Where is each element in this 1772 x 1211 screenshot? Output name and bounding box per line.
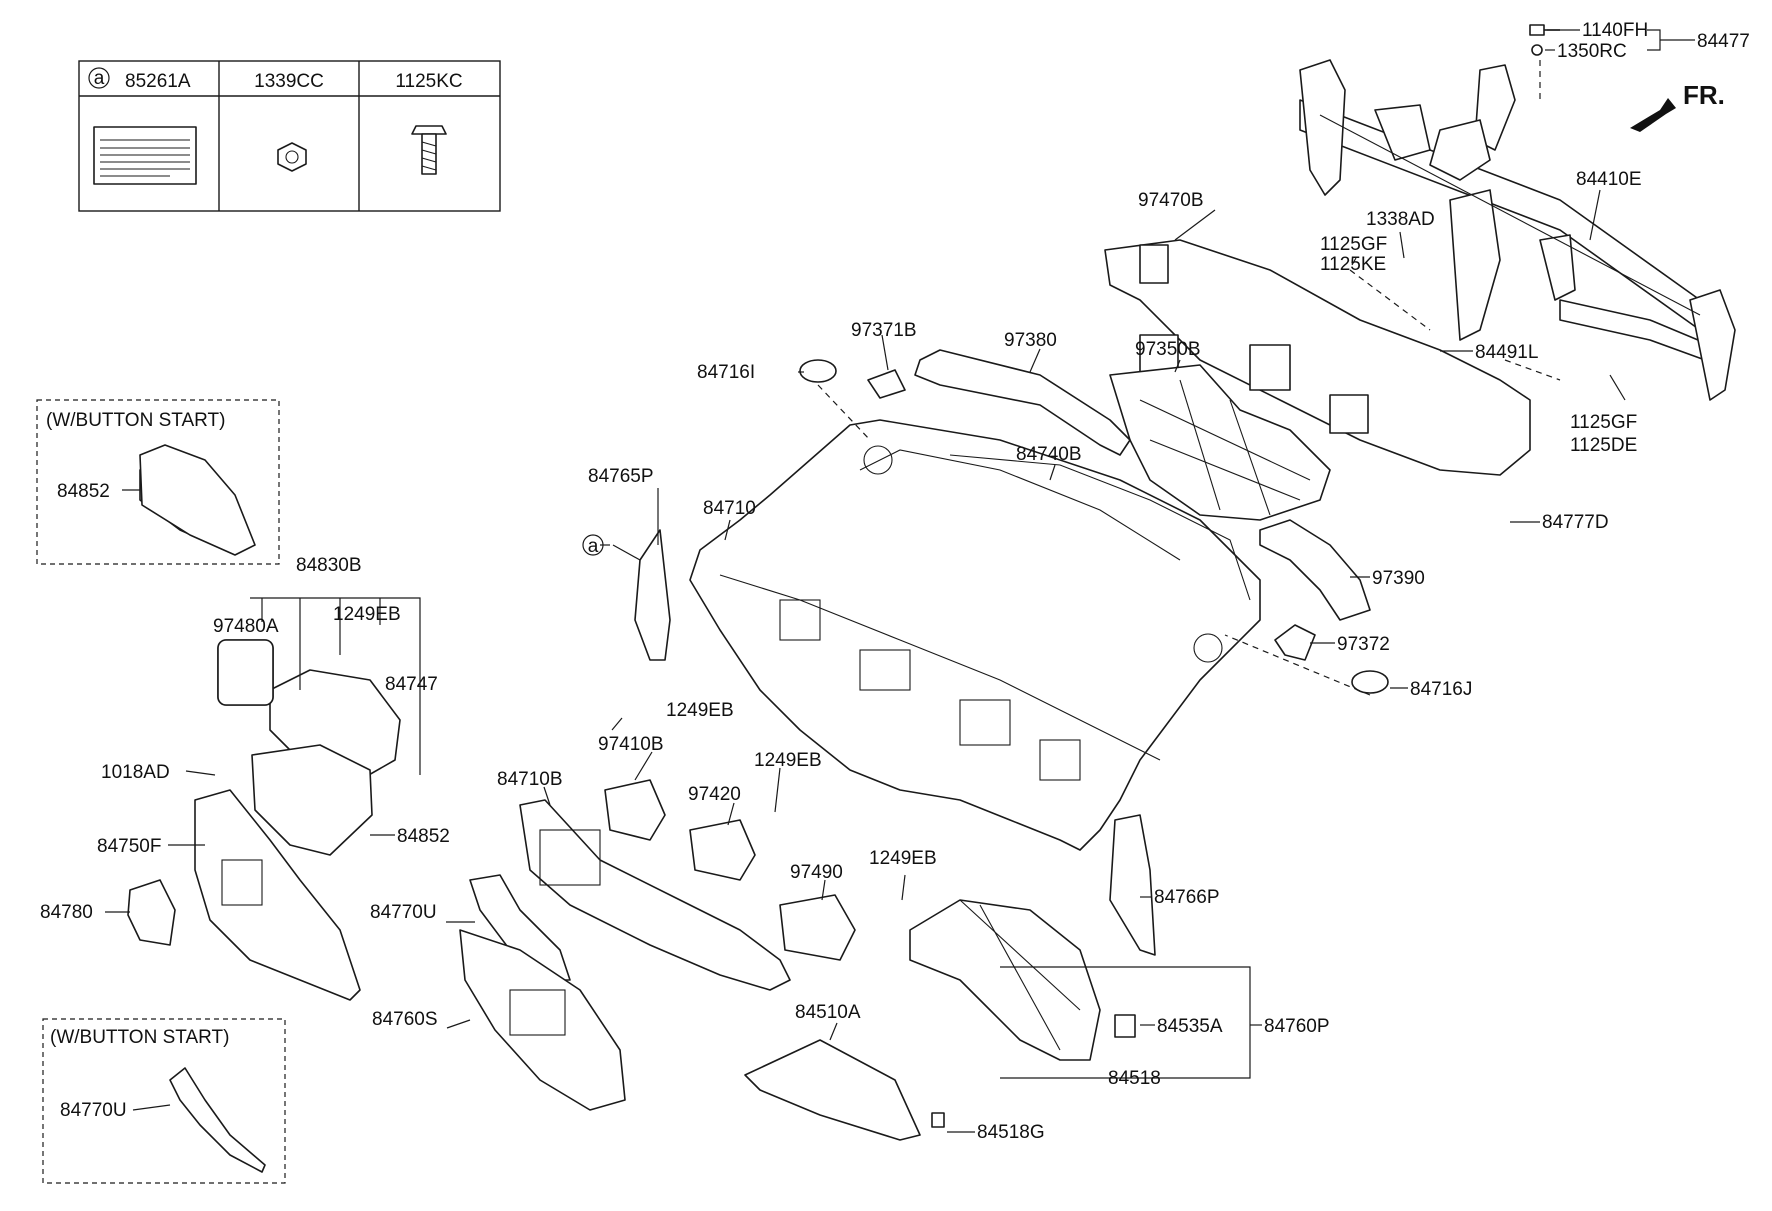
label-1350rc: 1350RC xyxy=(1557,41,1627,62)
label-84770u-a: 84770U xyxy=(370,902,437,923)
lower-cover-84760s xyxy=(459,929,626,1111)
label-84765p: 84765P xyxy=(588,466,654,487)
side-cover-84765p xyxy=(634,529,671,661)
label-84710: 84710 xyxy=(703,498,756,519)
trim-option-84770u xyxy=(169,1067,266,1173)
label-84777d: 84777D xyxy=(1542,512,1609,533)
label-1338ad: 1338AD xyxy=(1366,209,1435,230)
front-direction-label: FR. xyxy=(1683,80,1725,110)
speaker-ring-84716j xyxy=(1351,670,1389,694)
duct-97390 xyxy=(1259,519,1371,621)
label-84518: 84518 xyxy=(1108,1068,1161,1089)
legend-table: a 85261A 1339CC 1125KC xyxy=(78,60,501,212)
label-84716i: 84716I xyxy=(697,362,755,383)
label-84852-mid: 84852 xyxy=(397,826,450,847)
button-start-note-top: (W/BUTTON START) xyxy=(46,410,225,431)
legend-marker-circle xyxy=(88,67,110,89)
label-97480a: 97480A xyxy=(213,616,279,637)
callout-a-text: a xyxy=(588,536,599,557)
warning-label-icon xyxy=(93,126,197,185)
label-1125de: 1125DE xyxy=(1570,435,1637,456)
label-1140fh: 1140FH xyxy=(1582,20,1648,41)
bolt-icon xyxy=(411,125,447,175)
label-97490: 97490 xyxy=(790,862,843,883)
label-1249eb-b: 1249EB xyxy=(666,700,734,721)
label-1249eb-d: 1249EB xyxy=(869,848,937,869)
label-84510a: 84510A xyxy=(795,1002,861,1023)
label-97380: 97380 xyxy=(1004,330,1057,351)
label-97470b: 97470B xyxy=(1138,190,1204,211)
vent-97371b-icon xyxy=(867,369,906,399)
label-1018ad: 1018AD xyxy=(101,762,170,783)
label-84491l: 84491L xyxy=(1475,342,1538,363)
button-start-note-bottom: (W/BUTTON START) xyxy=(50,1027,229,1048)
label-84760s: 84760S xyxy=(372,1009,438,1030)
label-97372: 97372 xyxy=(1337,634,1390,655)
cross-bar-bolt-icon xyxy=(1529,24,1560,56)
speaker-ring-84716i xyxy=(799,359,837,383)
label-1249eb-c: 1249EB xyxy=(754,750,822,771)
button-start-box-bottom xyxy=(42,1018,286,1184)
cowl-cross-bar xyxy=(1299,59,1736,401)
label-84740b: 84740B xyxy=(1016,444,1082,465)
label-97390: 97390 xyxy=(1372,568,1425,589)
label-84716j: 84716J xyxy=(1410,679,1472,700)
glove-box-housing-84760p xyxy=(909,899,1101,1061)
label-84766p: 84766P xyxy=(1154,887,1220,908)
latch-84535a-icon xyxy=(1114,1014,1136,1038)
label-84710b: 84710B xyxy=(497,769,563,790)
label-84760p: 84760P xyxy=(1264,1016,1330,1037)
cover-84780 xyxy=(127,879,176,946)
callout-a-circle xyxy=(582,534,604,556)
legend-col-3: 1125KC xyxy=(395,71,462,92)
legend-marker-text: a xyxy=(94,68,105,89)
vent-97420 xyxy=(689,819,756,881)
vent-97372-icon xyxy=(1274,624,1316,661)
vent-97410b xyxy=(604,779,666,841)
label-84780: 84780 xyxy=(40,902,93,923)
trim-84770u xyxy=(469,874,571,981)
hex-nut-icon xyxy=(277,142,307,172)
label-97371b: 97371B xyxy=(851,320,917,341)
button-start-box-top xyxy=(36,399,280,565)
label-84518g: 84518G xyxy=(977,1122,1045,1143)
crash-pad-84710 xyxy=(689,419,1261,851)
label-84535a: 84535A xyxy=(1157,1016,1223,1037)
label-84747: 84747 xyxy=(385,674,438,695)
vent-97490 xyxy=(779,894,856,961)
glove-box-door-84510a xyxy=(744,1039,921,1141)
label-1249eb-a: 1249EB xyxy=(333,604,401,625)
legend-col-2: 1339CC xyxy=(254,71,324,92)
label-84410e: 84410E xyxy=(1576,169,1642,190)
side-cover-84766p xyxy=(1109,814,1156,956)
duct-97380 xyxy=(914,349,1131,456)
duct-97350b xyxy=(1109,364,1331,521)
label-1125gf-a: 1125GF xyxy=(1320,234,1387,255)
label-84770u-b: 84770U xyxy=(60,1100,127,1121)
column-shroud-option-84852 xyxy=(139,444,256,556)
label-97410b: 97410B xyxy=(598,734,664,755)
label-97350b: 97350B xyxy=(1135,339,1201,360)
legend-col-1: 85261A xyxy=(125,71,191,92)
leader-lines xyxy=(105,29,1695,1133)
label-84830b: 84830B xyxy=(296,555,362,576)
part-labels: 1140FH 1350RC 84477 84410E 97470B 1338AD… xyxy=(40,20,1750,1143)
center-fascia-84710b xyxy=(519,799,791,991)
bumper-84518g-icon xyxy=(931,1112,945,1128)
label-84750f: 84750F xyxy=(97,836,161,857)
dashed-guide-lines xyxy=(817,60,1561,696)
label-84852-top: 84852 xyxy=(57,481,110,502)
duct-97470b xyxy=(1104,239,1531,476)
label-84477: 84477 xyxy=(1697,31,1750,52)
label-1125ke: 1125KE xyxy=(1320,254,1386,275)
front-direction-arrow-icon xyxy=(1630,98,1676,132)
lower-panel-84750f xyxy=(194,789,361,1001)
vent-97480a xyxy=(217,639,274,706)
label-97420: 97420 xyxy=(688,784,741,805)
label-1125gf-b: 1125GF xyxy=(1570,412,1637,433)
